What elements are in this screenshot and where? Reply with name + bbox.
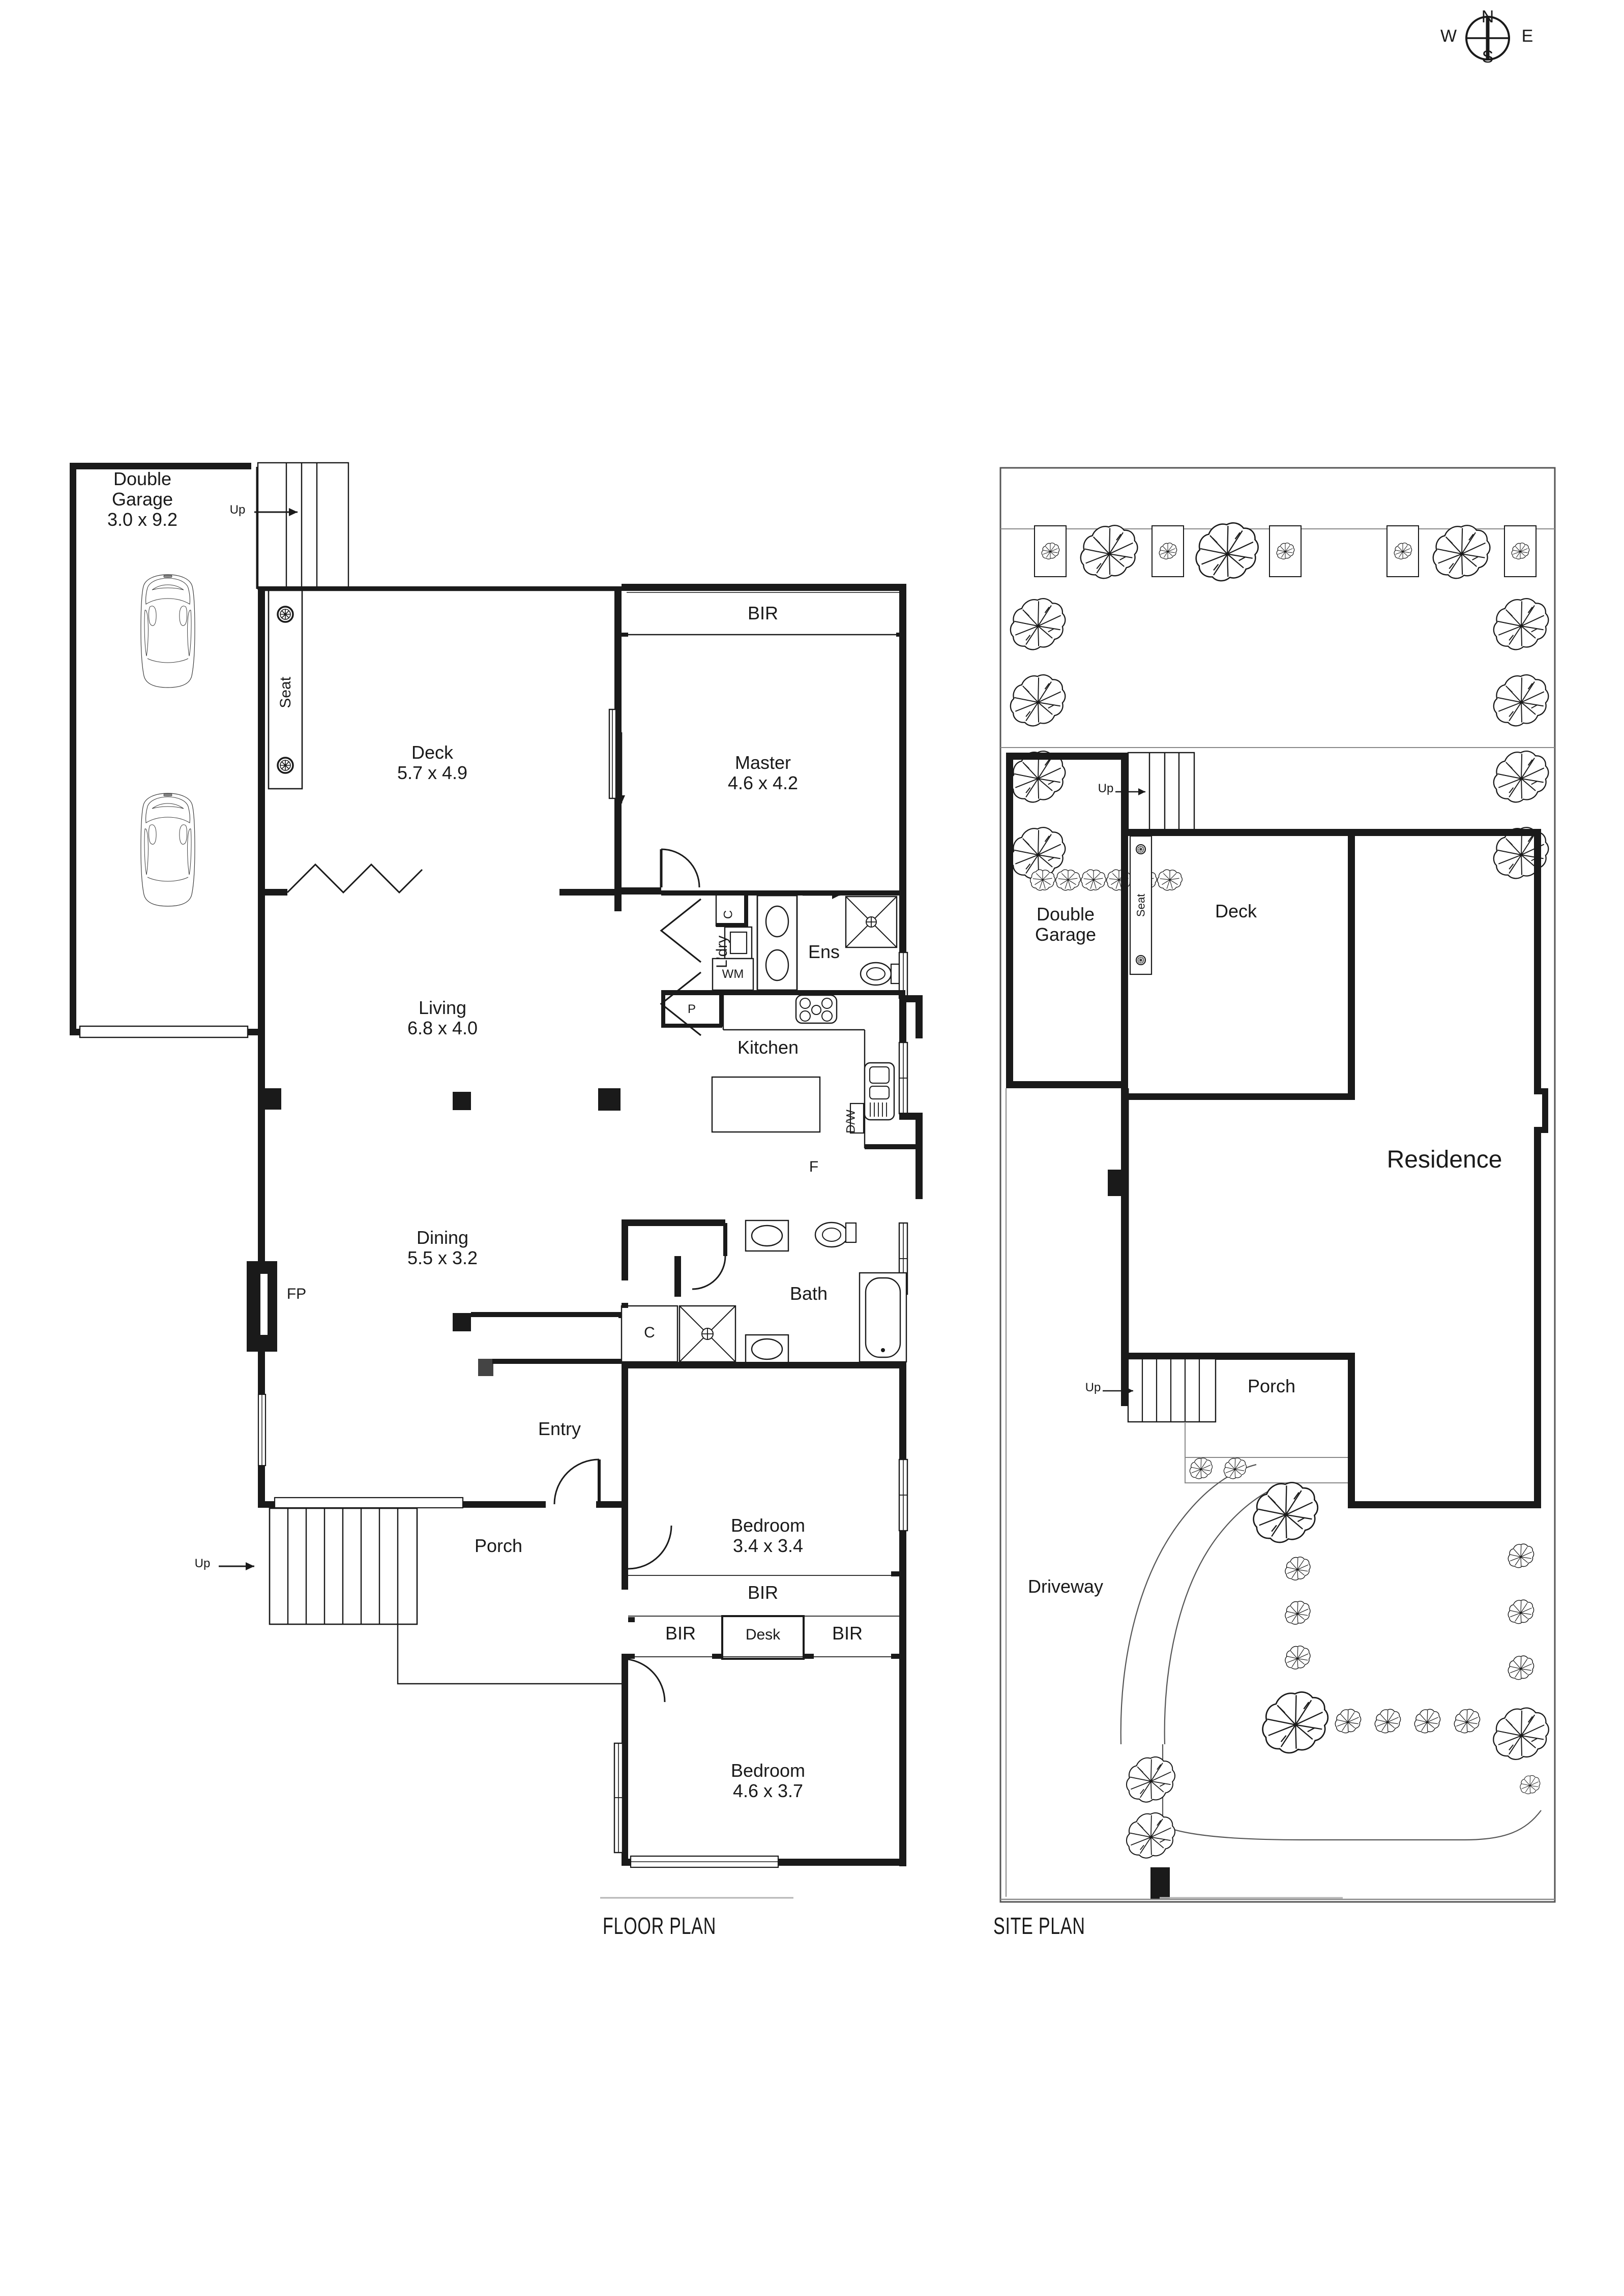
floor-plan-title: FLOOR PLAN [603,1913,717,1939]
site-seat-label: Seat [1134,893,1147,917]
garage-label-line2: Garage [111,489,173,510]
ensuite [661,891,908,999]
site-residence [1108,829,1548,1508]
site-driveway-label: Driveway [1027,1576,1104,1597]
site-garage-label-line1: Double [1036,904,1095,925]
bedroom-bir-left-label: BIR [665,1623,696,1644]
porch-stairs-up-label: Up [194,1557,211,1570]
bedroom2-dimensions: 3.4 x 3.4 [732,1535,804,1556]
site-garage-label-line2: Garage [1035,924,1097,945]
dining-dimensions: 5.5 x 3.2 [407,1247,478,1268]
living-label: Living [418,997,467,1018]
entry-label: Entry [538,1418,581,1439]
bedroom3-dimensions: 4.6 x 3.7 [732,1780,804,1801]
fridge-label: F [809,1158,819,1175]
site-rear-stairs-up-label: Up [1098,782,1114,795]
compass-north-label: N [1481,7,1494,26]
ensuite-label: Ens [808,941,840,962]
laundry [660,896,754,1036]
deck-seat [268,589,303,790]
master-label: Master [734,752,791,773]
kitchen-label: Kitchen [737,1037,799,1058]
front-garden-trees [1000,1457,1555,1900]
bedroom-bir-right-label: BIR [832,1623,863,1644]
site-porch-label: Porch [1247,1376,1296,1396]
living-dimensions: 6.8 x 4.0 [407,1018,478,1038]
laundry-cupboard-label: C [721,910,735,919]
site-front-stairs-up-label: Up [1085,1381,1101,1394]
site-plan-drawing [999,467,1556,1903]
bath-label: Bath [789,1283,828,1304]
bedroom2-label: Bedroom [730,1515,806,1536]
garage-stairs [254,462,349,590]
washing-machine-label: WM [722,967,744,981]
living-dining-structure [247,1088,626,1467]
garage-dimensions: 3.0 x 9.2 [107,509,178,530]
pantry-label: P [687,1002,696,1016]
bath-cupboard-label: C [644,1324,655,1341]
bedroom3-structure [613,1575,906,1868]
bath-bedroom2 [621,1219,908,1575]
kitchen [661,994,923,1199]
bedroom3-label: Bedroom [730,1760,806,1781]
master-bir-label: BIR [747,603,778,623]
compass-west-label: W [1440,26,1457,46]
dishwasher-label: D/W [844,1110,858,1134]
master-dimensions: 4.6 x 4.2 [727,772,799,793]
compass-graphic [1465,16,1510,61]
porch-label: Porch [474,1535,523,1556]
garage-label-line1: Double [113,468,172,489]
deck-label: Deck [411,742,454,763]
site-residence-label: Residence [1386,1146,1502,1173]
site-plan-title: SITE PLAN [993,1913,1085,1939]
deck-seat-label: Seat [277,676,294,708]
main-house-shell [258,586,625,1508]
fireplace-label: FP [286,1286,307,1302]
compass-south-label: S [1482,47,1494,67]
compass-east-label: E [1521,26,1533,46]
hall-walls [622,848,905,896]
bir-desk-bank [621,1525,901,1703]
bedroom-desk-label: Desk [745,1626,781,1643]
garage-stairs-up-label: Up [229,503,246,517]
entry-porch [219,1458,627,1685]
bedroom-bir-top-label: BIR [747,1582,778,1603]
site-deck-label: Deck [1215,901,1257,921]
dining-label: Dining [416,1227,469,1248]
garage-structure [70,463,258,1038]
deck-dimensions: 5.7 x 4.9 [397,762,468,783]
